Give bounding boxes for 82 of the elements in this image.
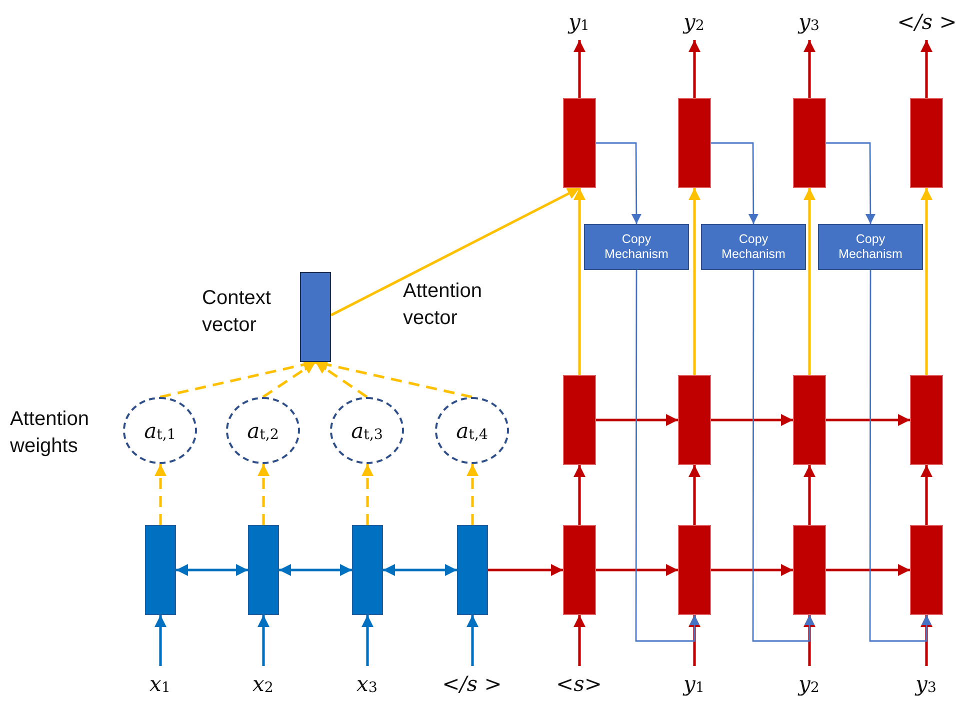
attention-weight-circle: a$_{t,1}$ bbox=[123, 397, 197, 464]
decoder-cell bbox=[793, 98, 826, 188]
arrow bbox=[596, 142, 642, 224]
decoder-cell bbox=[793, 525, 826, 615]
arrow bbox=[466, 464, 478, 525]
token-label: y$_{1}$ bbox=[544, 4, 614, 40]
decoder-cell bbox=[563, 525, 596, 615]
arrow bbox=[711, 564, 793, 576]
node-caption: Context vector bbox=[202, 286, 272, 338]
arrow bbox=[258, 464, 270, 525]
arrow bbox=[466, 615, 478, 666]
edge-label: Attention vector bbox=[403, 279, 483, 331]
decoder-cell bbox=[793, 375, 826, 465]
decoder-cell bbox=[910, 375, 943, 465]
arrow bbox=[711, 142, 758, 224]
arrow bbox=[154, 615, 166, 666]
token-label: y$_{3}$ bbox=[774, 4, 844, 40]
arrow bbox=[362, 615, 374, 666]
arrow bbox=[314, 360, 368, 398]
arrow bbox=[574, 40, 586, 98]
arrow bbox=[826, 564, 910, 576]
arrow bbox=[574, 465, 586, 525]
arrow bbox=[752, 270, 814, 642]
decoder-cell bbox=[678, 525, 711, 615]
arrow bbox=[154, 464, 166, 525]
arrow bbox=[574, 188, 586, 375]
attention-weight-circle: a$_{t,3}$ bbox=[330, 397, 404, 464]
decoder-cell bbox=[678, 375, 711, 465]
arrow bbox=[383, 564, 457, 576]
arrow bbox=[688, 188, 700, 375]
encoder-cell bbox=[248, 525, 279, 615]
encoder-cell bbox=[352, 525, 383, 615]
arrow bbox=[596, 564, 678, 576]
context-vector-box bbox=[300, 272, 331, 362]
arrow bbox=[176, 564, 248, 576]
arrow bbox=[330, 186, 580, 316]
arrow bbox=[688, 615, 700, 666]
token-label: y$_{2}$ bbox=[774, 666, 844, 702]
arrow bbox=[711, 414, 793, 426]
arrow bbox=[920, 188, 932, 375]
arrow bbox=[574, 615, 586, 666]
arrow bbox=[488, 564, 563, 576]
arrow bbox=[920, 40, 932, 98]
arrow bbox=[688, 465, 700, 525]
copy-mechanism-box: Copy Mechanism bbox=[818, 224, 923, 270]
arrow bbox=[362, 464, 374, 525]
arrow bbox=[804, 465, 816, 525]
attention-weight-circle: a$_{t,2}$ bbox=[226, 397, 300, 464]
text-label: Attention weights bbox=[10, 407, 90, 459]
token-label: y$_{3}$ bbox=[891, 666, 961, 702]
encoder-cell bbox=[457, 525, 488, 615]
arrow bbox=[258, 615, 270, 666]
arrow bbox=[869, 270, 932, 642]
decoder-cell bbox=[678, 98, 711, 188]
decoder-cell bbox=[910, 525, 943, 615]
arrow bbox=[262, 360, 316, 398]
token-label: x$_{1}$ bbox=[125, 666, 195, 702]
arrow bbox=[804, 188, 816, 375]
decoder-cell bbox=[563, 98, 596, 188]
arrow bbox=[279, 564, 352, 576]
copy-mechanism-box: Copy Mechanism bbox=[584, 224, 689, 270]
decoder-cell bbox=[910, 98, 943, 188]
arrow bbox=[635, 270, 700, 642]
encoder-cell bbox=[145, 525, 176, 615]
token-label: x$_{2}$ bbox=[228, 666, 298, 702]
token-label: </s > bbox=[892, 4, 962, 40]
token-label: y$_{2}$ bbox=[659, 4, 729, 40]
token-label: y$_{1}$ bbox=[659, 666, 729, 702]
token-label: x$_{3}$ bbox=[332, 666, 402, 702]
arrow bbox=[688, 40, 700, 98]
arrow bbox=[596, 414, 678, 426]
copy-mechanism-box: Copy Mechanism bbox=[701, 224, 806, 270]
arrow bbox=[804, 40, 816, 98]
arrow bbox=[920, 615, 932, 666]
arrow bbox=[804, 615, 816, 666]
arrow bbox=[920, 465, 932, 525]
token-label: </s > bbox=[437, 666, 507, 702]
decoder-cell bbox=[563, 375, 596, 465]
token-label: <s> bbox=[544, 666, 614, 702]
attention-weight-circle: a$_{t,4}$ bbox=[435, 397, 509, 464]
arrow bbox=[826, 142, 876, 224]
arrow bbox=[826, 414, 910, 426]
